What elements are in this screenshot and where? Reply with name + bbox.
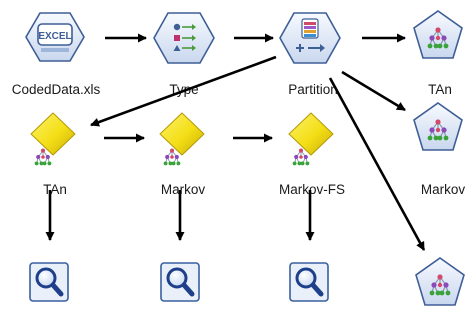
type-node[interactable] <box>153 12 215 64</box>
type-node-label: Type <box>169 82 199 97</box>
analysis-node-1[interactable] <box>29 262 69 302</box>
analysis-node-2[interactable] <box>160 262 200 302</box>
tan-modeler-label: TAn <box>43 182 67 197</box>
markov-modeler-label: Markov <box>160 182 206 197</box>
analysis-magnifier-icon <box>166 267 195 297</box>
partition-node[interactable] <box>279 12 341 64</box>
source-node[interactable]: EXCEL <box>25 12 85 62</box>
tan-model-nugget[interactable] <box>413 10 463 59</box>
analysis-node-3[interactable] <box>289 262 329 302</box>
markov-fs-modeler-label: Markov-FS <box>278 182 346 197</box>
excel-icon-text: EXCEL <box>38 31 71 42</box>
analysis-magnifier-icon <box>295 267 324 297</box>
source-node-label: CodedData.xls <box>11 82 101 97</box>
tan-modeler-node[interactable] <box>30 112 76 166</box>
model-nugget-3[interactable] <box>415 257 465 306</box>
markov-fs-modeler-node[interactable] <box>288 112 334 166</box>
excel-source-icon: EXCEL <box>37 23 73 52</box>
markov-nugget-label: Markov <box>420 182 466 197</box>
tan-nugget-label: TAn <box>428 82 452 97</box>
markov-modeler-node[interactable] <box>159 112 205 166</box>
partition-node-label: Partition <box>288 82 338 97</box>
partition-node-icon <box>296 18 325 52</box>
type-node-icon <box>173 23 196 51</box>
markov-model-nugget[interactable] <box>413 102 463 151</box>
analysis-magnifier-icon <box>35 267 64 297</box>
